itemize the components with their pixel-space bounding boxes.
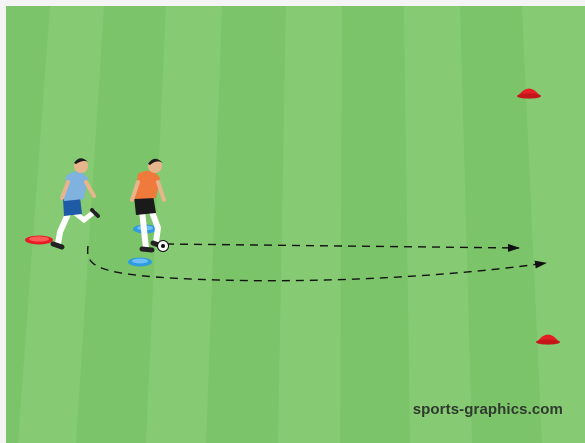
soccer-ball	[158, 241, 169, 252]
soccer-pitch	[6, 6, 585, 443]
disc-red	[29, 236, 49, 241]
disc-blue	[128, 258, 152, 267]
pitch-svg	[6, 6, 585, 443]
watermark-text: sports-graphics.com	[413, 401, 563, 418]
